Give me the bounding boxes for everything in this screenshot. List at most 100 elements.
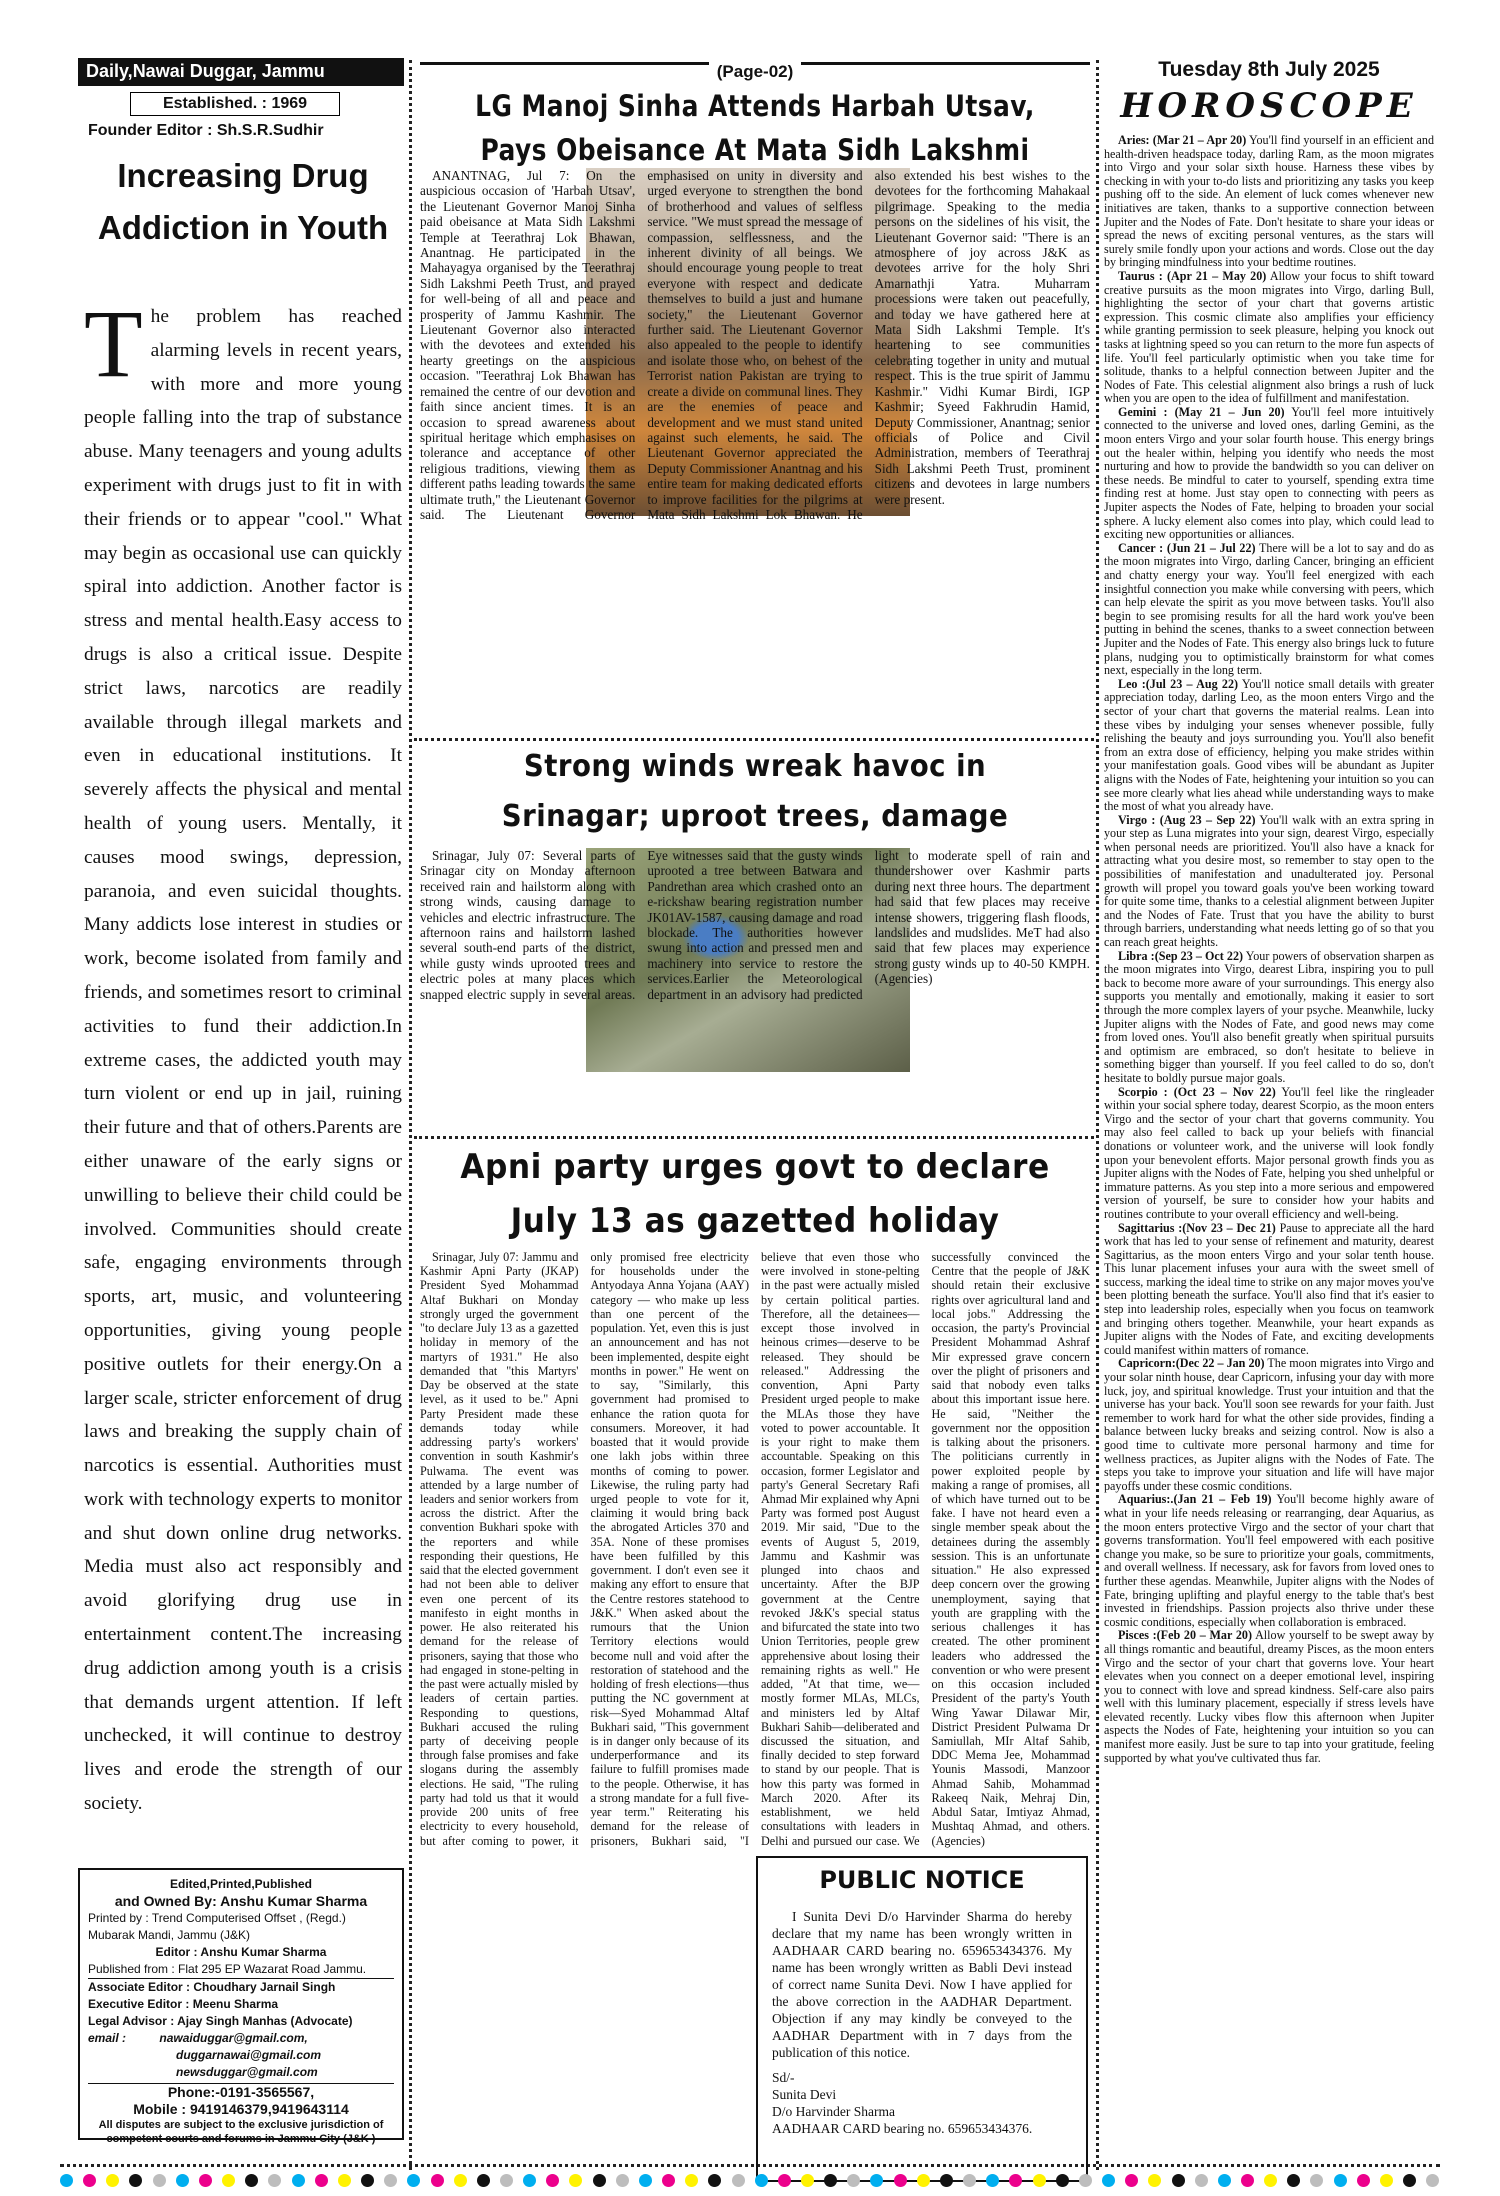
horoscope-sign: Cancer : (Jun 21 – Jul 22) xyxy=(1118,540,1256,555)
registration-dot xyxy=(268,2173,282,2187)
horoscope-text: Allow yourself to be swept away by all t… xyxy=(1104,1628,1435,1765)
registration-dot xyxy=(245,2173,259,2187)
horoscope-entry: Aries: (Mar 21 – Apr 20) You'll find you… xyxy=(1104,133,1434,270)
founder-editor: Founder Editor : Sh.S.R.Sudhir xyxy=(88,122,324,139)
horoscope-sign: Pisces :(Feb 20 – Mar 20) xyxy=(1118,1628,1252,1643)
registration-dot xyxy=(384,2173,398,2187)
horoscope-sign: Sagittarius :(Nov 23 – Dec 21) xyxy=(1118,1220,1276,1235)
imprint-line: Associate Editor : Choudhary Jarnail Sin… xyxy=(88,1978,394,1996)
registration-dot xyxy=(1078,2173,1092,2187)
mobile-line: Mobile : 9419146379,9419643114 xyxy=(133,2101,349,2117)
horoscope-text: There will be a lot to say and do as the… xyxy=(1104,540,1435,678)
registration-dot xyxy=(1356,2173,1370,2187)
registration-dot xyxy=(708,2173,722,2187)
horoscope-text: You'll walk with an extra spring in your… xyxy=(1104,812,1435,950)
horoscope-sign: Capricorn:(Dec 22 – Jan 20) xyxy=(1118,1356,1265,1371)
registration-dot xyxy=(916,2173,930,2187)
paper-name: Daily,Nawai Duggar, Jammu xyxy=(86,61,325,81)
story3-headline: Apni party urges govt to declare July 13… xyxy=(460,1147,1050,1241)
registration-dot xyxy=(83,2173,97,2187)
registration-dot xyxy=(1171,2173,1185,2187)
registration-dot xyxy=(337,2173,351,2187)
editorial-text: he problem has reached alarming levels i… xyxy=(84,306,402,1815)
horoscope-sign: Leo :(Jul 23 – Aug 22) xyxy=(1118,676,1239,691)
section-divider xyxy=(414,1136,1094,1139)
established-label: Established. : 1969 xyxy=(130,92,340,116)
registration-dots xyxy=(60,2172,1440,2188)
imprint-line: Editor : Anshu Kumar Sharma xyxy=(155,1945,327,1959)
registration-dot xyxy=(175,2173,189,2187)
editorial-dropcap: T xyxy=(84,290,143,397)
registration-dot xyxy=(1032,2173,1046,2187)
registration-dot xyxy=(731,2173,745,2187)
registration-dot xyxy=(546,2173,560,2187)
imprint-line: and Owned By: Anshu Kumar Sharma xyxy=(114,1893,368,1909)
public-notice-body: I Sunita Devi D/o Harvinder Sharma do he… xyxy=(772,1908,1072,2137)
notice-card: AADHAAR CARD bearing no. 659653434376. xyxy=(772,2121,1033,2136)
registration-dot xyxy=(1102,2173,1116,2187)
section-divider xyxy=(414,738,1094,741)
story3-text: Srinagar, July 07: Jammu and Kashmir Apn… xyxy=(420,1250,1090,1848)
story3-body: Srinagar, July 07: Jammu and Kashmir Apn… xyxy=(420,1250,1090,1850)
registration-dot xyxy=(476,2173,490,2187)
registration-dot xyxy=(523,2173,537,2187)
registration-dot xyxy=(963,2173,977,2187)
registration-dot xyxy=(893,2173,907,2187)
horoscope-text: You'll become highly aware of what in yo… xyxy=(1104,1492,1434,1629)
registration-dot xyxy=(801,2173,814,2187)
registration-dot xyxy=(1055,2173,1069,2187)
registration-dot xyxy=(1194,2173,1208,2187)
registration-dot xyxy=(407,2173,421,2187)
registration-dot xyxy=(453,2173,467,2187)
horoscope-text: Your powers of observation sharpen as th… xyxy=(1104,948,1434,1085)
email-link[interactable]: duggarnawai@gmail.com xyxy=(176,2048,322,2062)
horoscope-entry: Virgo : (Aug 23 – Sep 22) You'll walk wi… xyxy=(1104,812,1435,950)
horoscope-sign: Taurus : (Apr 21 – May 20) xyxy=(1118,268,1267,283)
notice-sd: Sd/- xyxy=(772,2070,795,2085)
imprint-line: Printed by : Trend Computerised Offset ,… xyxy=(88,1911,346,1925)
horoscope-sign: Scorpio : (Oct 23 – Nov 22) xyxy=(1118,1084,1276,1099)
registration-dot xyxy=(106,2173,120,2187)
notice-text: I Sunita Devi D/o Harvinder Sharma do he… xyxy=(772,1909,1072,2060)
horoscope-entry: Aquarius:.(Jan 21 – Feb 19) You'll becom… xyxy=(1104,1493,1434,1629)
registration-dot xyxy=(129,2173,143,2187)
email-link[interactable]: newsduggar@gmail.com xyxy=(176,2065,318,2079)
registration-dot xyxy=(1426,2173,1440,2187)
horoscope-entry: Sagittarius :(Nov 23 – Dec 21) Pause to … xyxy=(1104,1220,1434,1358)
imprint-line: Mubarak Mandi, Jammu (J&K) xyxy=(88,1928,251,1942)
registration-dot xyxy=(754,2173,768,2187)
story1-headline: LG Manoj Sinha Attends Harbah Utsav, Pay… xyxy=(475,89,1035,211)
imprint-line: Executive Editor : Meenu Sharma xyxy=(88,1997,279,2011)
registration-dot xyxy=(222,2173,236,2187)
registration-dot xyxy=(870,2173,884,2187)
horoscope-text: You'll notice small details with greater… xyxy=(1104,676,1434,814)
phone-line: Phone:-0191-3565567, xyxy=(88,2083,394,2101)
horoscope-entry: Scorpio : (Oct 23 – Nov 22) You'll feel … xyxy=(1104,1084,1434,1222)
story2-body: Srinagar, July 07: Several parts of Srin… xyxy=(420,848,1090,1132)
imprint-line: Edited,Printed,Published xyxy=(169,1877,312,1891)
registration-dot xyxy=(1379,2173,1393,2187)
registration-dot xyxy=(615,2173,629,2187)
horoscope-text: You'll find yourself in an efficient and… xyxy=(1104,133,1434,270)
registration-dot xyxy=(1264,2173,1278,2187)
registration-dot xyxy=(592,2173,606,2187)
registration-dot xyxy=(1287,2173,1301,2187)
notice-parent: D/o Harvinder Sharma xyxy=(772,2104,895,2119)
horoscope-entry: Capricorn:(Dec 22 – Jan 20) The moon mig… xyxy=(1104,1357,1434,1493)
registration-dot xyxy=(662,2173,676,2187)
email-label: email : xyxy=(88,2031,127,2045)
page-bottom-divider xyxy=(60,2164,1440,2167)
registration-dot xyxy=(152,2173,166,2187)
registration-dot xyxy=(569,2173,583,2187)
horoscope-text: You'll feel more intuitively connected t… xyxy=(1104,404,1434,542)
registration-dot xyxy=(777,2173,791,2187)
column-divider xyxy=(1096,60,1099,2170)
fallen-tree-photo xyxy=(586,848,910,1072)
registration-dot xyxy=(1403,2173,1417,2187)
horoscope-sign: Virgo : (Aug 23 – Sep 22) xyxy=(1118,812,1256,827)
email-link[interactable]: nawaiduggar@gmail.com, xyxy=(159,2031,308,2045)
registration-dot xyxy=(361,2173,375,2187)
registration-dot xyxy=(499,2173,513,2187)
issue-date: Tuesday 8th July 2025 xyxy=(1158,58,1380,81)
